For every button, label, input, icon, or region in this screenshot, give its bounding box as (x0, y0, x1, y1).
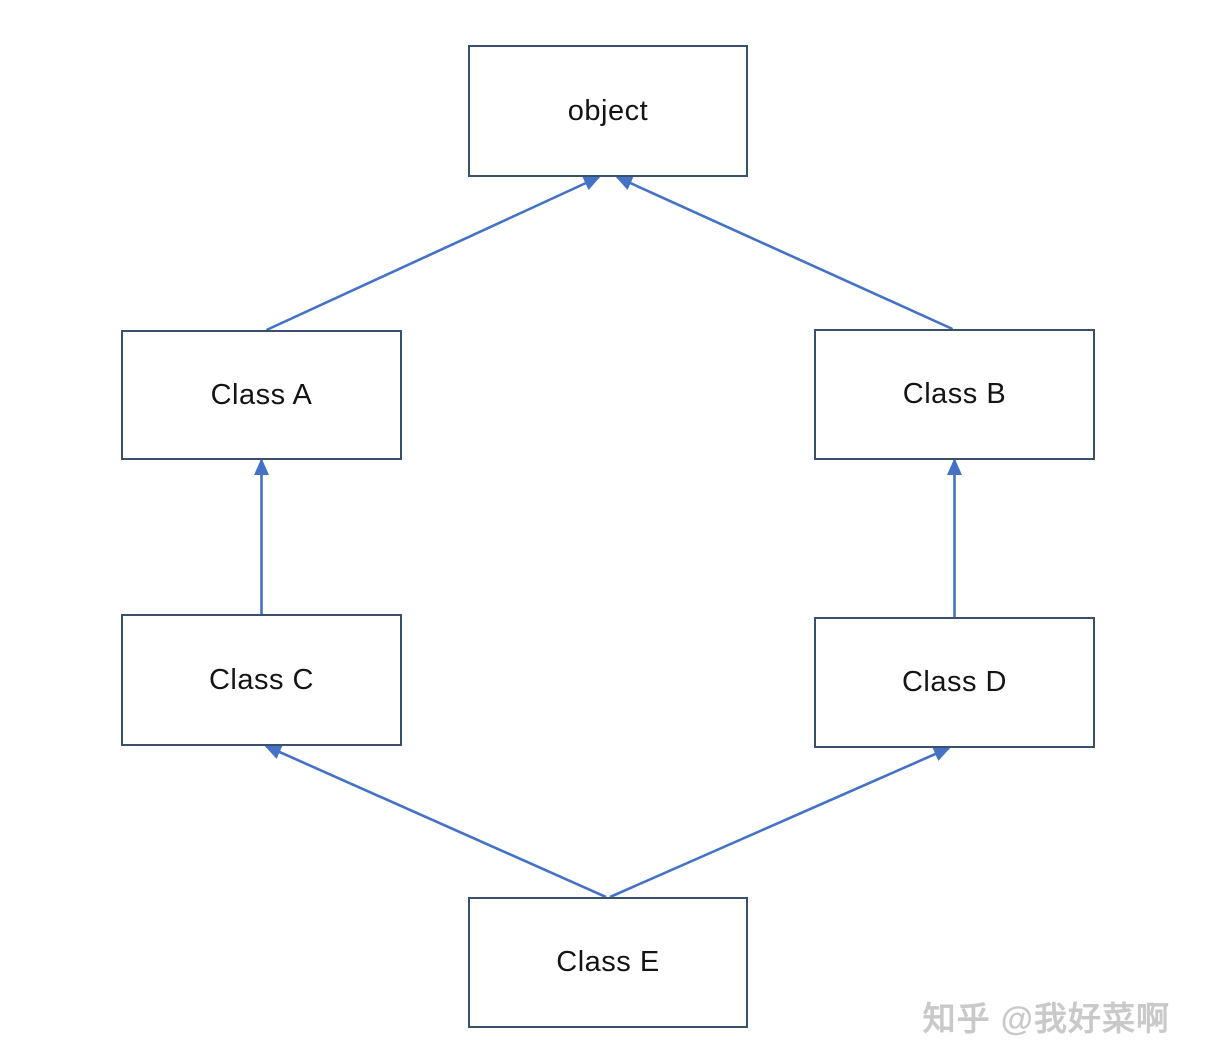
node-class-b-label: Class B (902, 378, 1007, 410)
node-class-c: Class C (121, 614, 402, 746)
zhihu-watermark: 知乎 @我好菜啊 (922, 1000, 1170, 1037)
node-object-label: object (567, 94, 649, 127)
inheritance-arrows (254, 175, 962, 899)
node-class-a-label: Class A (210, 378, 313, 411)
node-class-b: Class B (814, 329, 1095, 460)
node-class-e: Class E (468, 897, 748, 1028)
node-class-a: Class A (121, 330, 402, 460)
edge-class_e-to-class_c (264, 744, 607, 899)
edge-class_a-to-object (265, 175, 601, 332)
node-class-d-label: Class D (901, 666, 1007, 698)
node-class-d: Class D (814, 617, 1095, 748)
edge-class_e-to-class_d (609, 746, 951, 899)
node-object: object (468, 45, 748, 177)
node-class-e-label: Class E (556, 946, 660, 978)
node-class-c-label: Class C (208, 663, 314, 696)
edge-class_b-to-object (615, 175, 954, 331)
